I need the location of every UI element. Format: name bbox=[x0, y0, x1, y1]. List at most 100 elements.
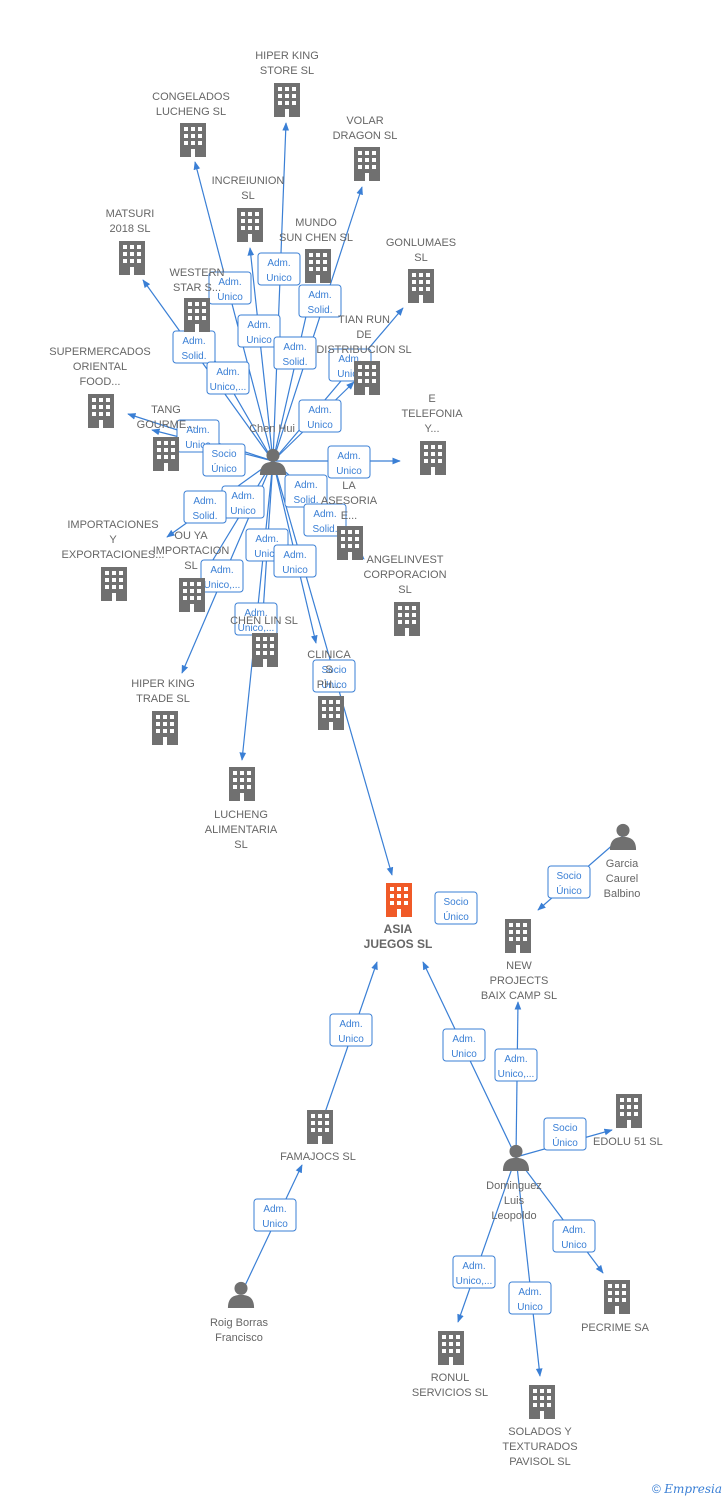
badge-label: Socio bbox=[211, 449, 236, 460]
node-label: SUN CHEN SL bbox=[279, 232, 353, 244]
role-badge[interactable]: Adm.Unico bbox=[508, 1281, 552, 1315]
node-label: JUEGOS SL bbox=[364, 937, 433, 951]
node-clinica[interactable]: CLINICASPH... bbox=[307, 649, 351, 730]
role-badge[interactable]: Adm.Solid. bbox=[183, 490, 227, 524]
badge-label: Unico bbox=[266, 273, 292, 284]
node-label: RONUL bbox=[431, 1372, 470, 1384]
badge-label: Unico bbox=[337, 369, 363, 380]
node-chenhui[interactable]: Chen Hui bbox=[249, 423, 295, 475]
node-tang[interactable]: TANGGOURME... bbox=[137, 404, 196, 471]
node-importaciones[interactable]: IMPORTACIONESYEXPORTACIONES... bbox=[62, 519, 165, 601]
role-badge[interactable]: Adm.Unico bbox=[298, 399, 342, 433]
node-label: LUCHENG bbox=[214, 809, 268, 821]
node-label: Dominguez bbox=[486, 1180, 542, 1192]
role-badge[interactable]: Adm.Unico,... bbox=[206, 361, 250, 395]
node-label: ORIENTAL bbox=[73, 361, 127, 373]
edge-dominguez-to-ronul bbox=[457, 1156, 517, 1323]
node-label: FAMAJOCS SL bbox=[280, 1151, 356, 1163]
role-badge[interactable]: Adm.Solid. bbox=[273, 336, 317, 370]
role-badge[interactable]: Adm.Unico,... bbox=[234, 602, 278, 636]
node-label: INCREIUNION bbox=[212, 175, 285, 187]
node-label: PECRIME SA bbox=[581, 1322, 650, 1334]
node-label: Roig Borras bbox=[210, 1317, 269, 1329]
badge-label: Unico bbox=[307, 420, 333, 431]
node-edolu[interactable]: EDOLU 51 SL bbox=[593, 1094, 663, 1148]
role-badge[interactable]: Adm.Unico bbox=[442, 1028, 486, 1062]
role-badge[interactable]: Adm.Unico bbox=[208, 271, 252, 305]
node-label: IMPORTACION bbox=[153, 545, 230, 557]
role-badge[interactable]: Adm.Unico bbox=[257, 252, 301, 286]
node-famajocs[interactable]: FAMAJOCS SL bbox=[280, 1110, 356, 1163]
badge-label: Adm. bbox=[337, 451, 360, 462]
role-badge[interactable]: Adm.Unico bbox=[552, 1219, 596, 1253]
copyright-icon: © bbox=[652, 1482, 661, 1496]
node-label: ANGELINVEST bbox=[366, 554, 443, 566]
brand-logo[interactable]: Empresia bbox=[664, 1482, 722, 1496]
node-supermercados[interactable]: SUPERMERCADOSORIENTALFOOD... bbox=[49, 346, 151, 428]
badge-label: Unico bbox=[451, 1049, 477, 1060]
node-telefonia[interactable]: ETELEFONIAY... bbox=[401, 393, 463, 475]
node-label: E... bbox=[341, 510, 358, 522]
role-badge[interactable]: Adm.Unico,... bbox=[200, 559, 244, 593]
role-badge[interactable]: Adm.Solid. bbox=[284, 474, 328, 508]
node-label: S bbox=[325, 664, 332, 676]
badge-label: Adm. bbox=[244, 608, 267, 619]
role-badge[interactable]: Adm.Unico,... bbox=[452, 1255, 496, 1289]
building-icon bbox=[252, 633, 278, 667]
node-label: NEW bbox=[506, 960, 532, 972]
node-label: DISTRIBUCION SL bbox=[316, 344, 411, 356]
badge-label: Unico bbox=[338, 1034, 364, 1045]
node-label: SUPERMERCADOS bbox=[49, 346, 150, 358]
role-badge[interactable]: Adm.Solid. bbox=[172, 330, 216, 364]
role-badge[interactable]: Adm.Unico bbox=[237, 314, 281, 348]
node-mundo[interactable]: MUNDO SUN CHEN SL bbox=[279, 217, 353, 283]
role-badge[interactable]: Adm.Unico bbox=[329, 1013, 373, 1047]
role-badge[interactable]: Adm.Unico bbox=[273, 544, 317, 578]
building-icon bbox=[354, 147, 380, 181]
node-label: ASESORIA bbox=[321, 495, 378, 507]
role-badge[interactable]: Adm.Unico bbox=[253, 1198, 297, 1232]
badge-label: Adm. bbox=[193, 496, 216, 507]
role-badge[interactable]: Adm.Unico bbox=[327, 445, 371, 479]
role-badge[interactable]: Adm.Solid. bbox=[298, 284, 342, 318]
role-badge[interactable]: Adm.Unico bbox=[221, 485, 265, 519]
badge-label: Unico,... bbox=[204, 580, 241, 591]
role-badge[interactable]: Adm.Solid. bbox=[303, 503, 347, 537]
node-chenlin[interactable]: CHEN LIN SL bbox=[230, 615, 298, 667]
node-label: MUNDO bbox=[295, 217, 337, 229]
building-icon bbox=[119, 241, 145, 275]
node-asesoria[interactable]: LAASESORIAE... bbox=[321, 480, 378, 560]
building-icon bbox=[274, 83, 300, 117]
node-label: GOURME... bbox=[137, 419, 196, 431]
node-label: TIAN RUN bbox=[338, 314, 390, 326]
building-icon bbox=[237, 208, 263, 242]
node-pecrime[interactable]: PECRIME SA bbox=[581, 1280, 650, 1334]
badge-label: Adm. bbox=[182, 336, 205, 347]
role-badge[interactable]: Adm.Unico,... bbox=[494, 1048, 538, 1082]
badge-label: Adm. bbox=[231, 491, 254, 502]
